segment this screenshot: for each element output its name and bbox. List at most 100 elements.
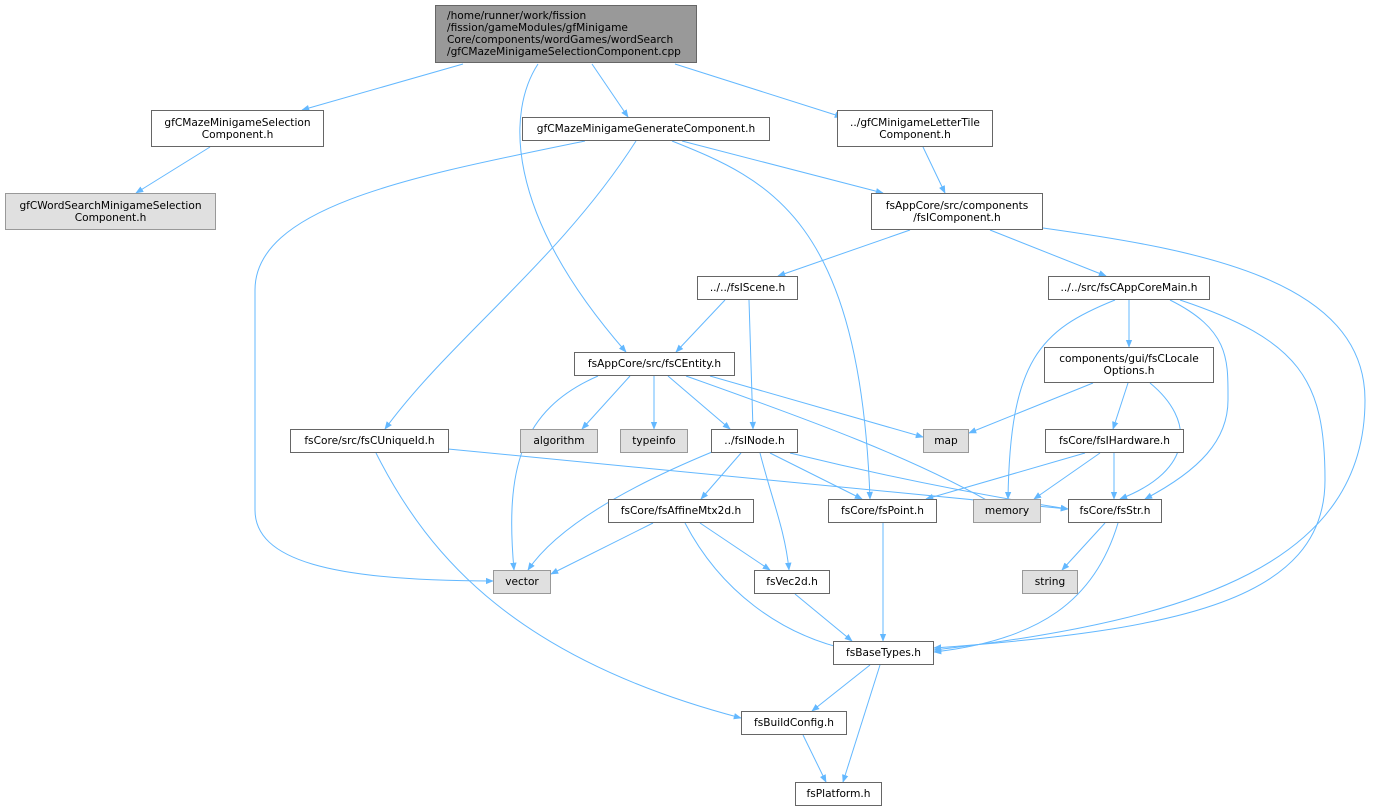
node-maze-selection-component-h[interactable]: gfCMazeMinigameSelection Component.h (151, 110, 324, 147)
edge-ficomponent_h-to-fiscene_h (777, 229, 911, 277)
edge-hardware_h-to-point_h (925, 452, 1086, 501)
node-label-line: algorithm (533, 435, 585, 447)
edge-root-to-selection_h (301, 63, 464, 112)
node-label-line: ../../src/fsCAppCoreMain.h (1060, 282, 1198, 294)
root-file-line-1: /home/runner/work/fission (447, 10, 587, 22)
edge-buildconfig_h-to-platform_h (802, 734, 827, 783)
edge-locale_h-to-map (968, 382, 1094, 434)
edge-uniqueid_h-to-str_h (447, 448, 1069, 512)
node-vector: vector (493, 570, 551, 594)
node-label-line: ../gfCMinigameLetterTile (850, 116, 980, 129)
edge-fiscene_h-to-centity_h (675, 299, 726, 353)
node-label-line: fsBaseTypes.h (846, 647, 921, 659)
node-fscentity-h[interactable]: fsAppCore/src/fsCEntity.h (574, 352, 735, 376)
node-fscappcoremain-h[interactable]: ../../src/fsCAppCoreMain.h (1048, 276, 1210, 300)
node-label-line: typeinfo (632, 435, 676, 447)
edge-finode_h-to-point_h (769, 452, 863, 500)
node-fsstr-h[interactable]: fsCore/fsStr.h (1068, 499, 1162, 523)
node-label-line: fsAppCore/src/components (885, 199, 1029, 212)
node-label-line: Component.h (879, 128, 951, 141)
node-typeinfo: typeinfo (620, 429, 688, 453)
node-label-line: Component.h (201, 128, 274, 141)
edge-generate_h-to-ficomponent_h (681, 140, 884, 195)
node-fsaffinemtx2d-h[interactable]: fsCore/fsAffineMtx2d.h (608, 499, 754, 523)
edge-root-to-lettertile_h (674, 63, 843, 118)
node-label-line: fsCore/fsAffineMtx2d.h (620, 505, 742, 517)
edge-centity_h-to-memory (685, 375, 1003, 510)
edge-finode_h-to-affine_h (700, 452, 742, 500)
node-fsinode-h[interactable]: ../fsINode.h (711, 429, 798, 453)
root-file-node: /home/runner/work/fission /fission/gameM… (435, 5, 697, 63)
node-string: string (1022, 570, 1078, 594)
node-fsclocale-options-h[interactable]: components/gui/fsCLocale Options.h (1044, 347, 1214, 383)
edge-root-to-generate_h (591, 63, 629, 118)
edge-generate_h-to-vector (254, 140, 586, 585)
node-label-line: map (934, 435, 958, 447)
edge-str_h-to-string (1061, 522, 1106, 571)
root-file-line-3: Core/components/wordGames/wordSearch (447, 34, 674, 46)
edge-ficomponent_h-to-appcoremain_h (989, 229, 1107, 277)
edge-uniqueid_h-to-buildconfig_h (375, 452, 742, 720)
edge-finode_h-to-vec2d_h (759, 452, 792, 571)
root-file-line-4: /gfCMazeMinigameSelectionComponent.cpp (447, 46, 681, 58)
node-fsbuildconfig-h[interactable]: fsBuildConfig.h (741, 711, 847, 735)
node-wordsearch-selection-component-h: gfCWordSearchMinigameSelection Component… (5, 193, 216, 230)
node-letter-tile-component-h[interactable]: ../gfCMinigameLetterTile Component.h (837, 110, 993, 147)
node-map: map (923, 429, 969, 453)
edge-affine_h-to-vec2d_h (699, 522, 771, 571)
edge-basetypes_h-to-platform_h (842, 664, 881, 783)
edge-appcoremain_h-to-str_h (1144, 299, 1229, 500)
root-file-line-2: /fission/gameModules/gfMinigame (447, 22, 628, 34)
node-label-line: fsCore/fsIHardware.h (1059, 435, 1170, 447)
node-label-line: /fsIComponent.h (913, 211, 1001, 224)
edge-fiscene_h-to-finode_h (748, 299, 756, 430)
edge-appcoremain_h-to-memory (1004, 299, 1116, 500)
node-label-line: fsCore/fsStr.h (1079, 505, 1151, 517)
node-label-line: ../../fsIScene.h (709, 282, 786, 294)
node-label-line: Component.h (74, 211, 147, 224)
node-label-line: fsVec2d.h (766, 576, 818, 588)
edge-str_h-to-basetypes_h (933, 522, 1119, 655)
edge-root-to-centity_h (519, 63, 627, 353)
edge-generate_h-to-uniqueid_h (384, 140, 637, 430)
node-fsbasetypes-h[interactable]: fsBaseTypes.h (833, 641, 934, 665)
node-label-line: gfCWordSearchMinigameSelection (19, 199, 202, 212)
node-label-line: gfCMazeMinigameGenerateComponent.h (536, 123, 756, 135)
node-fscuniqueid-h[interactable]: fsCore/src/fsCUniqueId.h (290, 429, 449, 453)
node-fsicomponent-h[interactable]: fsAppCore/src/components /fsIComponent.h (871, 193, 1043, 230)
edge-centity_h-to-map (709, 375, 924, 439)
node-fsiscene-h[interactable]: ../../fsIScene.h (697, 276, 798, 300)
node-label-line: fsCore/src/fsCUniqueId.h (304, 435, 435, 447)
edge-basetypes_h-to-buildconfig_h (811, 664, 871, 712)
edge-affine_h-to-vector (550, 522, 654, 575)
edge-lettertile_h-to-ficomponent_h (922, 146, 946, 194)
node-label-line: fsAppCore/src/fsCEntity.h (587, 358, 722, 370)
node-label-line: gfCMazeMinigameSelection (164, 116, 311, 129)
node-label-line: fsBuildConfig.h (754, 717, 834, 729)
edge-ficomponent_h-to-basetypes_h (933, 227, 1366, 653)
node-label-line: fsPlatform.h (806, 788, 871, 800)
edge-affine_h-to-basetypes_h (684, 522, 851, 652)
node-label-line: memory (984, 505, 1030, 517)
node-maze-generate-component-h[interactable]: gfCMazeMinigameGenerateComponent.h (522, 117, 770, 141)
node-label-line: vector (505, 576, 539, 588)
node-label-line: string (1034, 576, 1066, 588)
node-label-line: Options.h (1103, 365, 1155, 377)
edge-hardware_h-to-memory (1033, 452, 1101, 500)
edge-generate_h-to-point_h (671, 140, 873, 500)
node-label-line: ../fsINode.h (724, 435, 785, 447)
node-label-line: components/gui/fsCLocale (1059, 353, 1199, 365)
edge-appcoremain_h-to-basetypes_h (933, 299, 1326, 651)
edge-centity_h-to-finode_h (667, 375, 731, 430)
edge-selection_h-to-wordsearch_h (135, 146, 211, 194)
edge-centity_h-to-algorithm (581, 375, 631, 430)
node-fsvec2d-h[interactable]: fsVec2d.h (754, 570, 830, 594)
node-label-line: fsCore/fsPoint.h (841, 505, 924, 517)
node-fsihardware-h[interactable]: fsCore/fsIHardware.h (1045, 429, 1184, 453)
node-algorithm: algorithm (520, 429, 598, 453)
edge-vec2d_h-to-basetypes_h (794, 593, 853, 642)
node-memory: memory (973, 499, 1041, 523)
node-fspoint-h[interactable]: fsCore/fsPoint.h (828, 499, 937, 523)
node-fsplatform-h[interactable]: fsPlatform.h (795, 782, 882, 806)
